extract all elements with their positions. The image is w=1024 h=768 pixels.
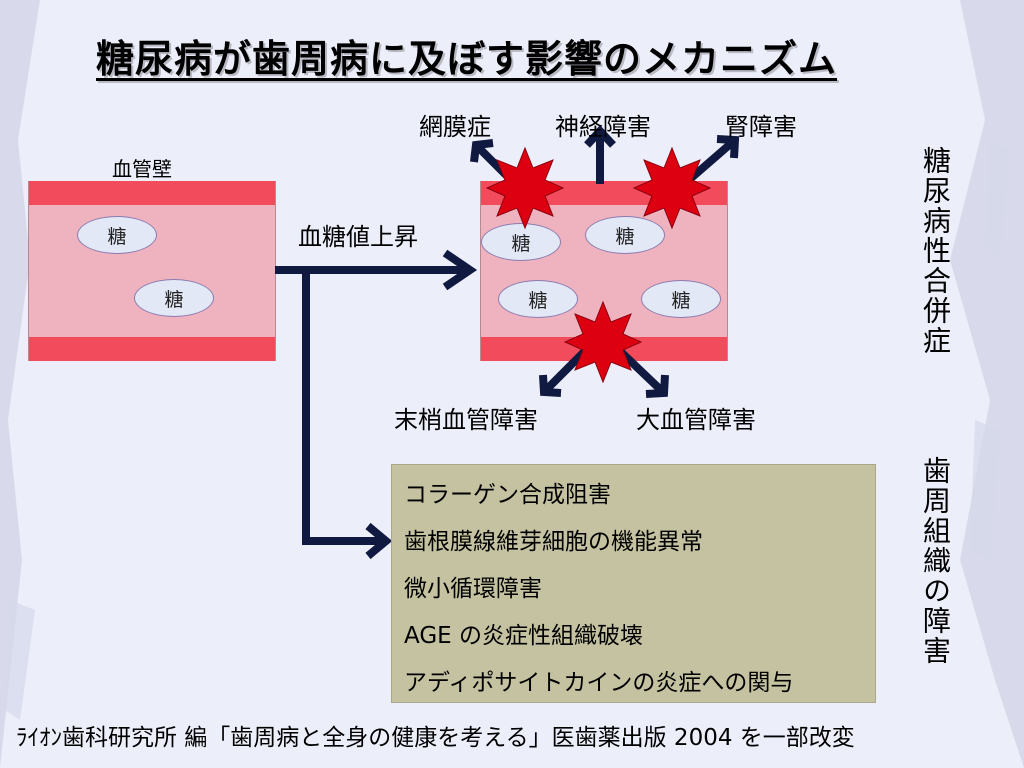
damage-burst-icon [563,300,643,384]
sugar-molecule: 糖 [641,280,721,318]
list-item: 歯根膜線維芽細胞の機能異常 [404,529,703,555]
sugar-molecule: 糖 [134,279,214,317]
list-item: AGE の炎症性組織破壊 [404,623,643,649]
vessel-wall-label: 血管壁 [112,157,172,181]
sugar-molecule: 糖 [481,223,561,261]
list-item: コラーゲン合成阻害 [404,482,611,508]
vessel-wall-top [29,181,275,205]
nephropathy-label: 腎障害 [725,113,797,141]
page-title: 糖尿病が歯周病に及ぼす影響のメカニズム [96,37,838,81]
diabetic-complications-label: 糖尿病性合併症 [919,146,952,356]
source-citation: ﾗｲｵﾝ歯科研究所 編「歯周病と全身の健康を考える」医歯薬出版 2004 を一部… [16,725,855,751]
branch-arrow-line [302,270,386,545]
peripheral-vascular-label: 末梢血管障害 [394,406,538,434]
retinopathy-label: 網膜症 [419,113,491,141]
sugar-molecule: 糖 [498,280,578,318]
neuropathy-label: 神経障害 [555,113,651,141]
damage-burst-icon [632,146,712,230]
periodontal-effects-box: コラーゲン合成阻害 歯根膜線維芽細胞の機能異常 微小循環障害 AGE の炎症性組… [391,464,876,703]
flow-arrow-head [442,249,478,291]
sugar-molecule: 糖 [77,216,157,254]
list-item: 微小循環障害 [404,576,542,602]
vessel-wall-bottom [29,337,275,361]
normal-vessel: 糖 糖 [28,181,276,361]
blood-glucose-rise-label: 血糖値上昇 [298,223,418,251]
list-item: アディポサイトカインの炎症への関与 [404,670,794,696]
periodontal-damage-label: 歯周組織の障害 [919,456,952,666]
sugar-molecule: 糖 [585,216,665,254]
damage-burst-icon [485,146,565,230]
macrovascular-label: 大血管障害 [636,406,756,434]
branch-arrow-head [365,522,393,560]
